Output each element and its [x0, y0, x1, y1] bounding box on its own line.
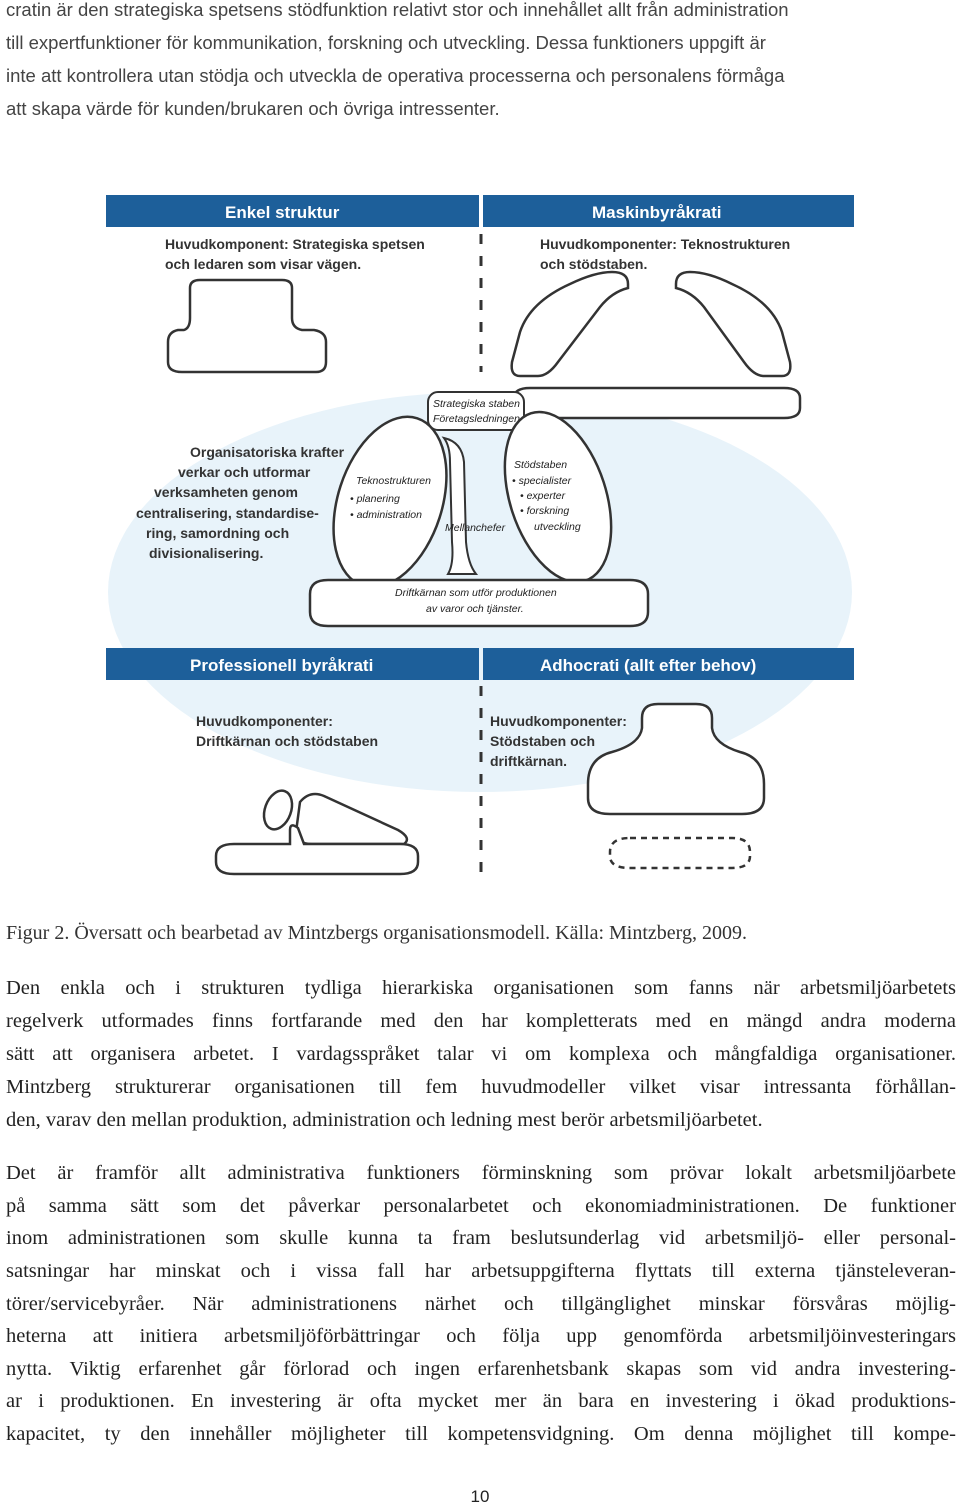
body-line: Det är framför allt administrativa funkt… — [6, 1162, 956, 1184]
body-line: satsningar har minskat och i vissa fall … — [6, 1260, 956, 1282]
desc-adhoc-1: Huvudkomponenter: — [490, 713, 627, 729]
desc-adhoc-3: driftkärnan. — [490, 753, 567, 769]
body-line: inom administrationen som skulle kunna t… — [6, 1227, 956, 1249]
page-number: 10 — [470, 1487, 490, 1506]
forces-1: Organisatoriska krafter — [190, 444, 345, 460]
core-2: av varor och tjänster. — [426, 603, 524, 615]
strategic-apex-1: Strategiska staben — [433, 398, 520, 410]
intro-line: cratin är den strategiska spetsens stödf… — [6, 0, 789, 20]
body-line: Mintzberg strukturerar organisationen ti… — [6, 1076, 956, 1098]
body-line: sätt att organisera arbetet. I vardagssp… — [6, 1043, 956, 1065]
forces-5: ring, samordning och — [146, 525, 289, 541]
title-prof: Professionell byråkrati — [190, 656, 373, 675]
forces-3: verksamheten genom — [154, 484, 298, 500]
header-bar-maskin — [483, 195, 854, 227]
support-5: utveckling — [534, 521, 581, 533]
body-line: ar i produktionen. En investering är oft… — [6, 1390, 956, 1412]
shape-prof — [214, 789, 420, 876]
body-line: törer/servicebyråer. När administratione… — [6, 1293, 956, 1315]
forces-2: verkar och utformar — [178, 464, 311, 480]
shape-maskin — [510, 270, 802, 420]
techno-3: • administration — [350, 509, 422, 521]
forces-6: divisionalisering. — [149, 545, 263, 561]
shape-adhoc — [586, 702, 766, 870]
desc-adhoc-2: Stödstaben och — [490, 733, 595, 749]
desc-enkel-2: och ledaren som visar vägen. — [165, 256, 361, 272]
operating-core-shape — [308, 578, 650, 628]
header-bar-prof — [106, 648, 479, 680]
figure-caption: Figur 2. Översatt och bearbetad av Mintz… — [6, 922, 747, 944]
support-4: • forskning — [520, 505, 569, 517]
header-bar-enkel — [106, 195, 479, 227]
desc-prof-1: Huvudkomponenter: — [196, 713, 333, 729]
support-2: • specialister — [512, 475, 572, 487]
title-adhoc: Adhocrati (allt efter behov) — [540, 656, 756, 675]
body-line: kapacitet, ty den innehåller möjligheter… — [6, 1423, 956, 1445]
support-3: • experter — [520, 490, 566, 502]
body-line: regelverk utformades finns fortfarande m… — [6, 1010, 956, 1032]
middle-label: Mellanchefer — [445, 522, 506, 534]
desc-maskin-1: Huvudkomponenter: Teknostrukturen — [540, 236, 790, 252]
intro-line: att skapa värde för kunden/brukaren och … — [6, 98, 500, 119]
title-enkel: Enkel struktur — [225, 203, 340, 222]
middle-line-shape — [441, 436, 479, 575]
desc-enkel-1: Huvudkomponent: Strategiska spetsen — [165, 236, 425, 252]
header-bar-adhoc — [483, 648, 854, 680]
body-line: Den enkla och i strukturen tydliga hiera… — [6, 977, 956, 999]
techno-2: • planering — [350, 493, 400, 505]
intro-line: till expertfunktioner för kommunikation,… — [6, 32, 766, 53]
body-line: nytta. Viktig erfarenhet går förlorad oc… — [6, 1358, 956, 1380]
strategic-apex-box — [427, 391, 525, 431]
desc-maskin-2: och stödstaben. — [540, 256, 647, 272]
support-1: Stödstaben — [514, 459, 567, 471]
forces-4: centralisering, standardise- — [136, 505, 319, 521]
body-line: heterna att initiera arbetsmiljöförbättr… — [6, 1325, 956, 1347]
title-maskin: Maskinbyråkrati — [592, 203, 721, 222]
intro-line: inte att kontrollera utan stödja och utv… — [6, 65, 785, 86]
mintzberg-figure: Enkel struktur Maskinbyråkrati Huvudkomp… — [100, 192, 860, 898]
body-line: på samma sätt som det påverkar personala… — [6, 1195, 956, 1217]
core-1: Driftkärnan som utför produktionen — [395, 587, 557, 599]
shape-enkel — [166, 278, 328, 374]
desc-prof-2: Driftkärnan och stödstaben — [196, 733, 378, 749]
body-line: den, varav den mellan produktion, admini… — [6, 1109, 763, 1131]
techno-1: Teknostrukturen — [356, 475, 431, 487]
strategic-apex-2: Företagsledningen — [433, 413, 520, 425]
